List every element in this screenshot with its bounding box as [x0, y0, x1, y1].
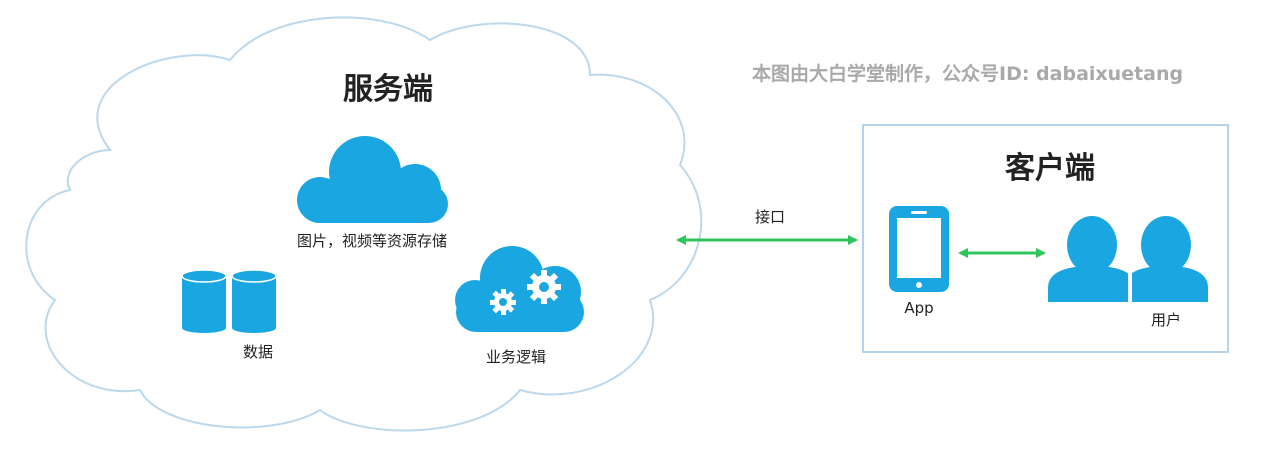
- interface-label: 接口: [755, 208, 785, 226]
- server-title: 服务端: [343, 72, 433, 107]
- gear-icon-large: [527, 270, 561, 304]
- storage-cloud-icon: [297, 136, 448, 223]
- phone-icon: [889, 206, 949, 292]
- user-label: 用户: [1151, 311, 1181, 329]
- gear-icon-small: [490, 289, 516, 315]
- watermark-text: 本图由大白学堂制作，公众号ID: dabaixuetang: [752, 62, 1183, 85]
- client-title: 客户端: [1005, 151, 1095, 186]
- app-label: App: [904, 299, 933, 317]
- server-cloud-outline: [25, 16, 703, 432]
- data-label: 数据: [243, 343, 273, 361]
- business-logic-label: 业务逻辑: [486, 348, 546, 366]
- storage-label: 图片，视频等资源存储: [297, 232, 447, 250]
- database-icon: [181, 269, 277, 333]
- users-icon: [1048, 216, 1208, 302]
- client-box: [862, 124, 1229, 353]
- business-logic-cloud-icon: [455, 246, 584, 332]
